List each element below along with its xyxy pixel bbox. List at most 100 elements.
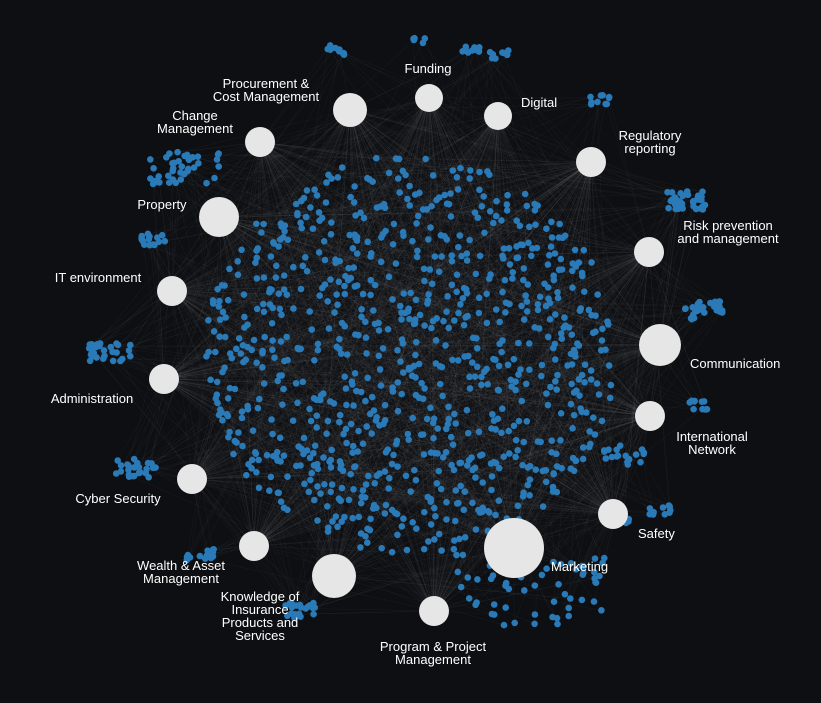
skill-node[interactable] (578, 596, 586, 604)
skill-node[interactable] (443, 308, 450, 316)
skill-node[interactable] (471, 46, 478, 54)
skill-node[interactable] (460, 506, 468, 514)
skill-node[interactable] (294, 399, 301, 407)
skill-node[interactable] (457, 301, 464, 308)
skill-node[interactable] (622, 452, 629, 460)
skill-node[interactable] (591, 568, 598, 576)
skill-node[interactable] (303, 267, 311, 275)
skill-node[interactable] (465, 595, 473, 602)
skill-node[interactable] (151, 241, 158, 249)
skill-node[interactable] (125, 347, 133, 354)
skill-node[interactable] (266, 301, 274, 308)
skill-node[interactable] (340, 430, 347, 438)
skill-node[interactable] (268, 320, 276, 327)
skill-node[interactable] (224, 395, 232, 402)
skill-node[interactable] (519, 241, 526, 249)
skill-node[interactable] (494, 386, 502, 394)
skill-node[interactable] (276, 305, 284, 313)
skill-node[interactable] (481, 368, 488, 376)
skill-node[interactable] (461, 534, 469, 541)
skill-node[interactable] (461, 488, 469, 496)
skill-node[interactable] (342, 425, 350, 433)
skill-node[interactable] (303, 187, 311, 194)
skill-node[interactable] (124, 461, 131, 468)
skill-node[interactable] (334, 174, 342, 181)
skill-node[interactable] (515, 417, 523, 425)
skill-node[interactable] (324, 417, 332, 425)
skill-node[interactable] (448, 461, 455, 469)
skill-node[interactable] (218, 282, 226, 289)
skill-node[interactable] (402, 472, 410, 480)
skill-node[interactable] (306, 454, 314, 462)
skill-node[interactable] (508, 383, 515, 390)
skill-node[interactable] (272, 274, 280, 281)
skill-node[interactable] (338, 484, 346, 492)
skill-node[interactable] (576, 307, 584, 315)
skill-node[interactable] (289, 417, 297, 425)
skill-node[interactable] (614, 452, 622, 460)
skill-node[interactable] (225, 433, 232, 441)
skill-node[interactable] (699, 188, 706, 195)
skill-node[interactable] (328, 175, 335, 182)
skill-node[interactable] (451, 537, 458, 544)
skill-node[interactable] (327, 488, 335, 496)
skill-node[interactable] (310, 610, 317, 618)
skill-node[interactable] (539, 503, 547, 510)
skill-node[interactable] (486, 208, 494, 215)
skill-node[interactable] (389, 296, 396, 303)
skill-node[interactable] (215, 150, 222, 157)
skill-node[interactable] (327, 276, 334, 283)
skill-node[interactable] (424, 297, 432, 304)
skill-node[interactable] (367, 291, 374, 299)
hub-node-it-environment[interactable] (157, 276, 187, 306)
skill-node[interactable] (216, 316, 224, 324)
skill-node[interactable] (323, 430, 330, 438)
skill-node[interactable] (495, 362, 503, 370)
skill-node[interactable] (311, 442, 319, 450)
skill-node[interactable] (228, 354, 236, 362)
skill-node[interactable] (438, 253, 445, 260)
skill-node[interactable] (514, 447, 521, 454)
skill-node[interactable] (438, 547, 445, 554)
skill-node[interactable] (581, 379, 588, 386)
skill-node[interactable] (495, 464, 503, 472)
skill-node[interactable] (437, 485, 445, 493)
skill-node[interactable] (425, 538, 432, 545)
skill-node[interactable] (297, 219, 304, 227)
skill-node[interactable] (418, 379, 425, 387)
skill-node[interactable] (499, 252, 506, 260)
skill-node[interactable] (310, 599, 317, 607)
skill-node[interactable] (520, 265, 528, 272)
skill-node[interactable] (177, 176, 185, 183)
skill-node[interactable] (377, 203, 385, 210)
skill-node[interactable] (398, 523, 406, 530)
skill-node[interactable] (427, 495, 435, 503)
skill-node[interactable] (350, 402, 357, 409)
skill-node[interactable] (323, 179, 330, 186)
skill-node[interactable] (343, 351, 351, 358)
skill-node[interactable] (526, 223, 533, 231)
skill-node[interactable] (172, 179, 180, 187)
skill-node[interactable] (523, 418, 531, 425)
skill-node[interactable] (579, 444, 587, 451)
skill-node[interactable] (603, 100, 611, 108)
skill-node[interactable] (500, 453, 508, 461)
skill-node[interactable] (484, 381, 492, 388)
skill-node[interactable] (409, 237, 416, 245)
skill-node[interactable] (526, 340, 533, 347)
skill-node[interactable] (313, 192, 321, 199)
skill-node[interactable] (431, 449, 439, 457)
skill-node[interactable] (205, 317, 212, 324)
skill-node[interactable] (490, 219, 497, 227)
skill-node[interactable] (624, 458, 631, 466)
skill-node[interactable] (361, 494, 369, 501)
skill-node[interactable] (488, 610, 496, 618)
skill-node[interactable] (552, 311, 559, 318)
skill-node[interactable] (513, 217, 520, 224)
skill-node[interactable] (539, 467, 547, 475)
skill-node[interactable] (317, 490, 324, 497)
skill-node[interactable] (460, 321, 468, 329)
skill-node[interactable] (517, 366, 524, 373)
skill-node[interactable] (360, 214, 368, 222)
skill-node[interactable] (413, 338, 420, 346)
